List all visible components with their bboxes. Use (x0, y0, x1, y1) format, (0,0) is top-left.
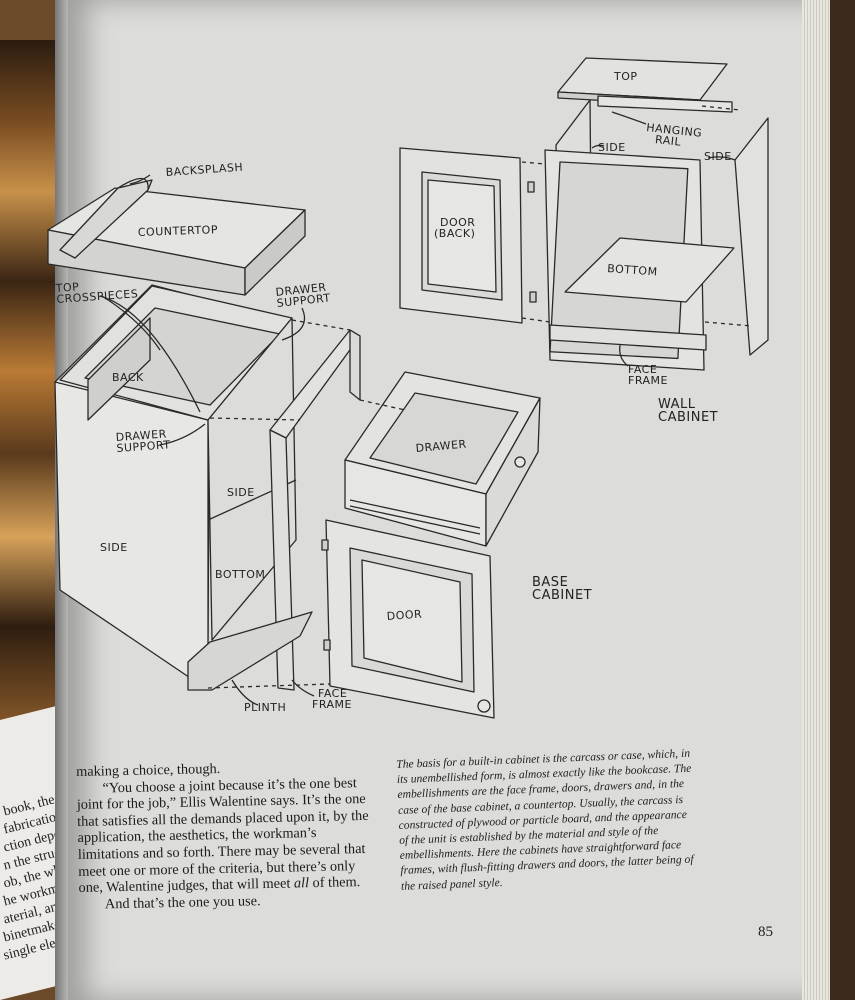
label-hanging-rail: HANGINGRAIL (645, 121, 703, 151)
label-back: BACK (112, 371, 144, 384)
photo-strip (0, 40, 58, 730)
label-bottom-base: BOTTOM (215, 568, 265, 581)
base-cabinet-drawing (47, 174, 541, 719)
label-plinth: PLINTH (244, 701, 286, 714)
label-drawer-support-top: DRAWERSUPPORT (275, 280, 331, 310)
label-top: TOP (613, 70, 638, 83)
label-side-wall-outer: SIDE (704, 150, 732, 163)
wall-cabinet-drawing (399, 57, 769, 371)
page-number: 85 (758, 924, 773, 940)
paragraph-2: “You choose a joint because it’s the one… (76, 774, 369, 897)
label-drawer: DRAWER (415, 438, 467, 455)
page-edge (802, 0, 830, 1000)
label-door: DOOR (386, 608, 422, 623)
label-backsplash: BACKSPLASH (165, 161, 243, 179)
label-side-wall-inner: SIDE (598, 141, 626, 154)
label-bottom-wall: BOTTOM (607, 262, 658, 278)
illustration-labels: TOP HANGINGRAIL SIDE SIDE DOOR(BACK) BOT… (54, 70, 731, 714)
label-side-base-outer: SIDE (100, 541, 128, 554)
body-text: making a choice, though. “You choose a j… (76, 758, 375, 914)
figure-caption: The basis for a built-in cabinet is the … (396, 746, 694, 893)
label-door-back: DOOR(BACK) (434, 216, 475, 240)
label-countertop: COUNTERTOP (138, 223, 219, 239)
label-drawer-support-side: DRAWERSUPPORT (115, 427, 171, 455)
label-side-base-inner: SIDE (227, 486, 255, 499)
label-top-crosspieces: TOPCROSSPIECES (54, 276, 138, 306)
